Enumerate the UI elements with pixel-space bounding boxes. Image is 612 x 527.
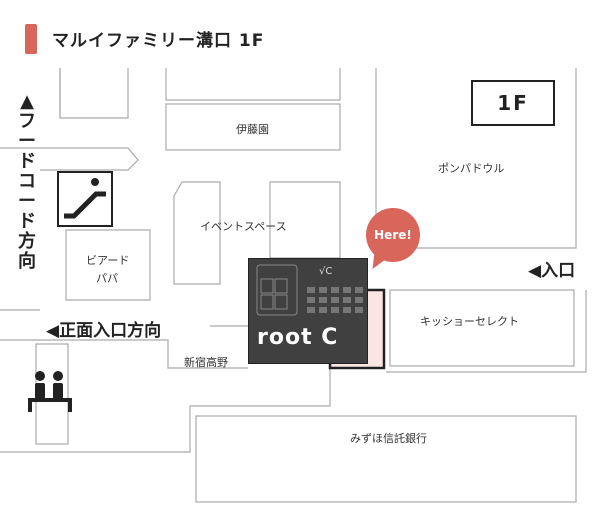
label-beard-papa-1: ビアード xyxy=(86,254,130,267)
label-shinjuku-takano: 新宿高野 xyxy=(184,356,228,369)
food-court-char: ー xyxy=(18,131,36,152)
food-court-char: ー xyxy=(18,191,36,212)
event-space-left xyxy=(173,181,221,285)
label-event-space: イベントスペース xyxy=(200,220,287,233)
corridor-line-lower xyxy=(0,339,248,369)
pompadour-block xyxy=(375,68,577,249)
keypad-graphic xyxy=(256,264,363,316)
label-pompadour: ポンパドウル xyxy=(438,162,505,175)
food-court-char: 向 xyxy=(18,251,36,272)
label-mizuho-bank: みずほ信託銀行 xyxy=(350,432,427,445)
here-pin: Here! xyxy=(366,208,420,262)
page-title: マルイファミリー溝口 1F xyxy=(52,31,265,51)
wall-corridor-upper xyxy=(0,147,139,171)
escalator-icon xyxy=(57,171,113,227)
block-top xyxy=(165,68,341,101)
kisshou-block xyxy=(389,289,575,367)
food-court-char: ド xyxy=(18,211,36,232)
food-court-char: 方 xyxy=(18,231,36,252)
food-court-char: フ xyxy=(18,111,36,132)
shop-root-c[interactable]: √C root C xyxy=(248,258,368,364)
up-arrow-icon: ▲ xyxy=(20,91,34,112)
food-court-char: コ xyxy=(18,171,36,192)
front-entrance-direction: ◀正面入口方向 xyxy=(46,321,162,341)
label-kisshou-select: キッショーセレクト xyxy=(420,315,519,328)
title-accent-bar xyxy=(25,24,37,54)
wall-top-left xyxy=(59,68,129,119)
entrance-direction: ◀入口 xyxy=(528,261,576,281)
restroom-icon xyxy=(28,371,72,412)
wall-lower-left xyxy=(0,366,331,453)
floor-badge: 1F xyxy=(471,80,555,126)
label-ito-en: 伊藤園 xyxy=(236,123,269,136)
shop-name: root C xyxy=(257,325,339,350)
mizuho-block xyxy=(195,415,577,503)
label-beard-papa-2: パパ xyxy=(96,272,118,285)
ito-en-block xyxy=(165,103,341,151)
beard-papa-block xyxy=(65,229,151,301)
food-court-direction: ▲ フ ー ド コ ー ド 方 向 xyxy=(14,92,40,272)
shop-logo: √C xyxy=(319,266,333,277)
wall-right-lower xyxy=(386,290,587,373)
corridor-line-left xyxy=(0,309,248,327)
food-court-char: ド xyxy=(18,151,36,172)
